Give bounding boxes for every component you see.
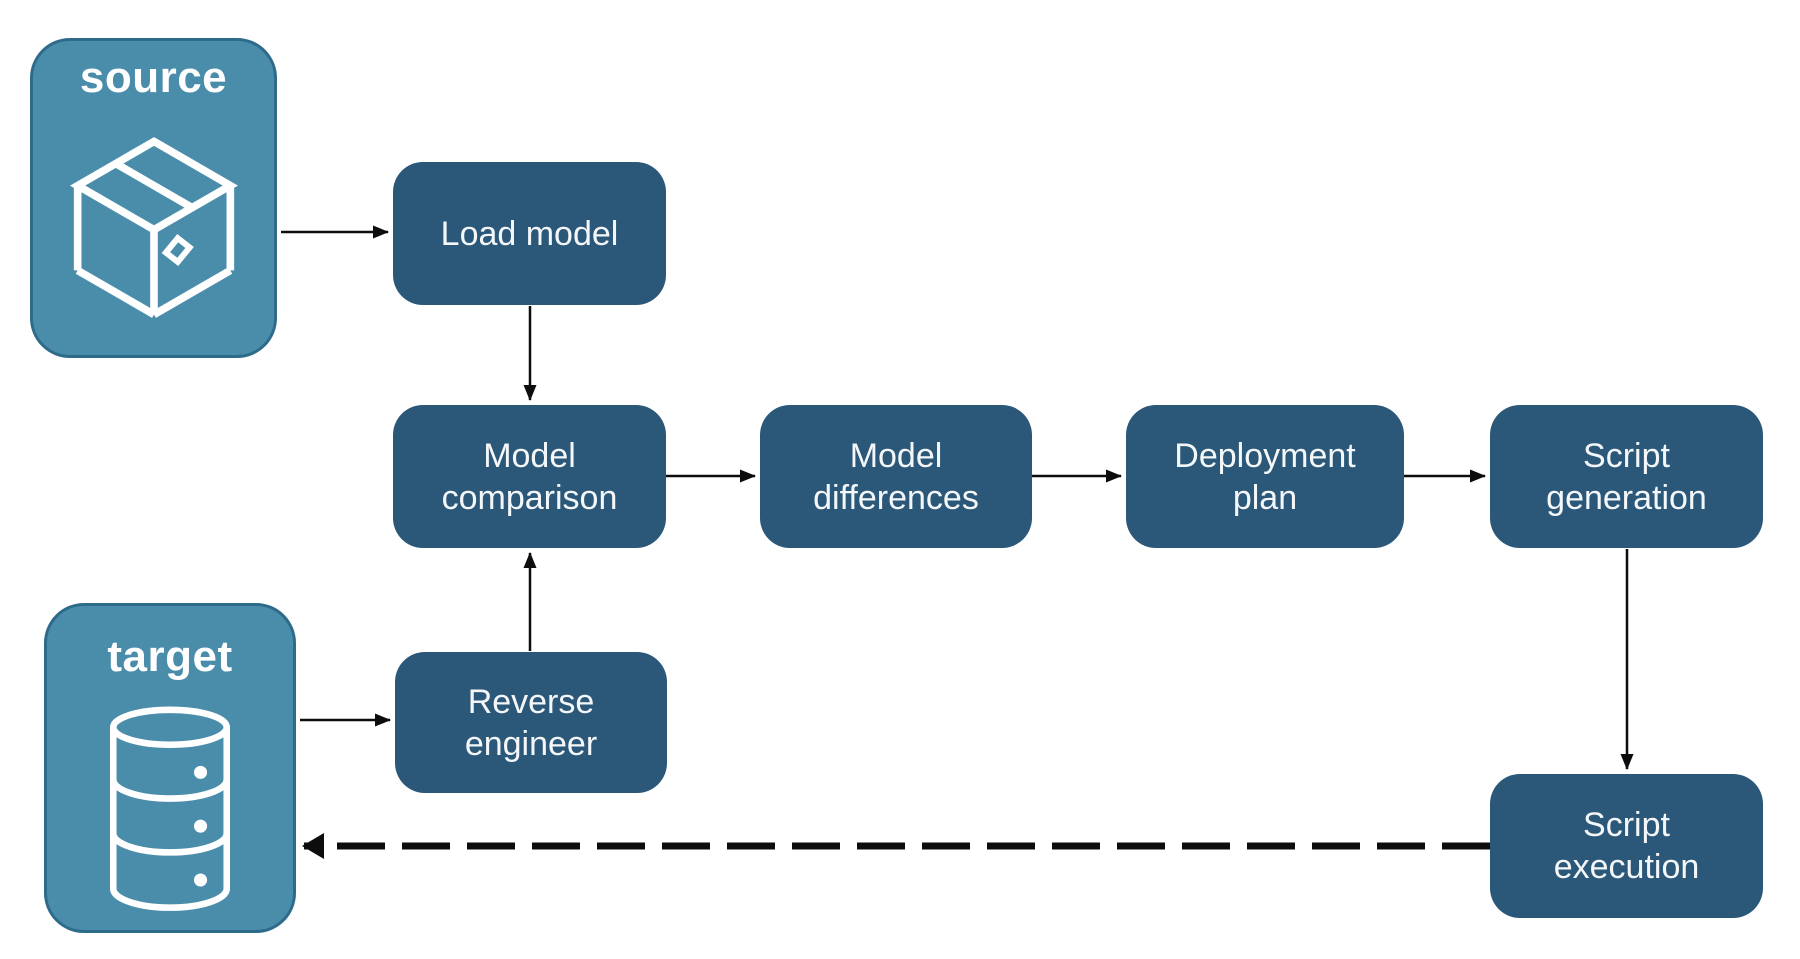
node-model-comparison: Model comparison [393,405,666,548]
node-script-generation: Script generation [1490,405,1763,548]
node-reverse-engineer: Reverse engineer [395,652,667,793]
database-icon [97,704,243,912]
target-endpoint: target [44,603,296,933]
node-model-comparison-label: Model comparison [441,436,618,517]
target-label: target [107,632,233,681]
node-model-differences-label: Model differences [813,436,979,517]
node-load-model: Load model [393,162,666,305]
source-endpoint: source [30,38,277,358]
node-deployment-plan-label: Deployment plan [1174,436,1356,517]
node-model-differences: Model differences [760,405,1032,548]
node-reverse-engineer-label: Reverse engineer [464,682,598,763]
package-box-icon [69,133,239,323]
node-script-execution: Script execution [1490,774,1763,918]
node-script-generation-label: Script generation [1546,436,1707,517]
node-script-execution-label: Script execution [1553,806,1700,886]
source-label: source [79,53,228,102]
node-load-model-label: Load model [440,214,619,253]
node-deployment-plan: Deployment plan [1126,405,1404,548]
